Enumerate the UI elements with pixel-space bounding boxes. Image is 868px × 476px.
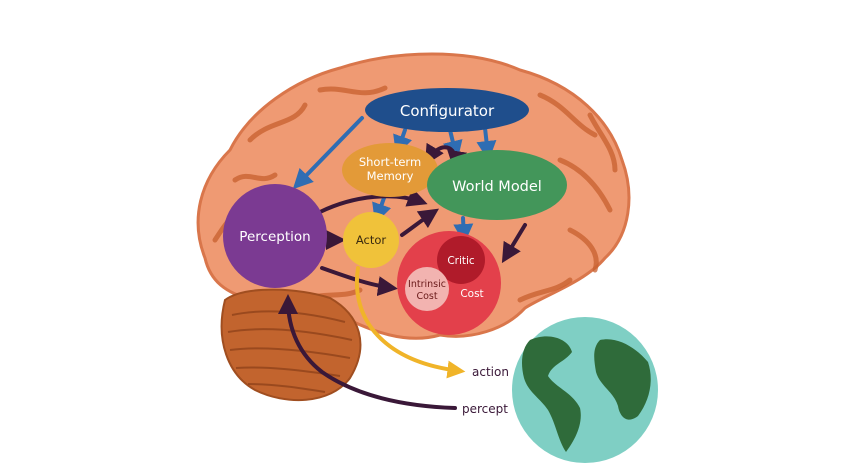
action-label: action xyxy=(472,365,509,379)
actor-label: Actor xyxy=(356,233,387,247)
critic-label: Critic xyxy=(447,255,475,267)
perception-label: Perception xyxy=(239,229,310,245)
configurator-label: Configurator xyxy=(400,102,495,120)
short-term-memory-label-1: Short-term xyxy=(359,155,421,169)
continent-africa-europe xyxy=(594,339,651,420)
arrow-percept-perception xyxy=(278,294,457,410)
continent-americas xyxy=(522,336,581,452)
node-critic xyxy=(437,236,485,284)
arrow-perception-cost xyxy=(320,266,398,297)
node-configurator: Configurator xyxy=(365,88,529,132)
percept-label: percept xyxy=(462,402,508,416)
arrow-perception-worldmodel xyxy=(318,187,428,214)
short-term-memory-label-2: Memory xyxy=(367,169,414,183)
node-actor: Actor xyxy=(343,212,399,268)
intrinsic-cost-label-1: Intrinsic xyxy=(408,279,446,290)
arrow-actor-action xyxy=(354,266,466,379)
connection-arrows xyxy=(278,116,527,410)
arrow-worldmodel-cost xyxy=(501,223,527,264)
node-perception: Perception xyxy=(223,184,327,288)
cost-label: Cost xyxy=(460,288,483,300)
arrow-configurator-perception xyxy=(292,116,364,190)
intrinsic-cost-label-2: Cost xyxy=(416,291,437,302)
node-cost-group: Critic Intrinsic Cost Cost xyxy=(397,231,501,335)
world-model-label: World Model xyxy=(452,179,542,195)
world-globe xyxy=(512,317,658,463)
node-world-model: World Model xyxy=(427,150,567,220)
node-short-term-memory: Short-term Memory xyxy=(342,143,438,197)
arrow-actor-worldmodel xyxy=(400,208,439,237)
node-intrinsic-cost xyxy=(405,267,449,311)
